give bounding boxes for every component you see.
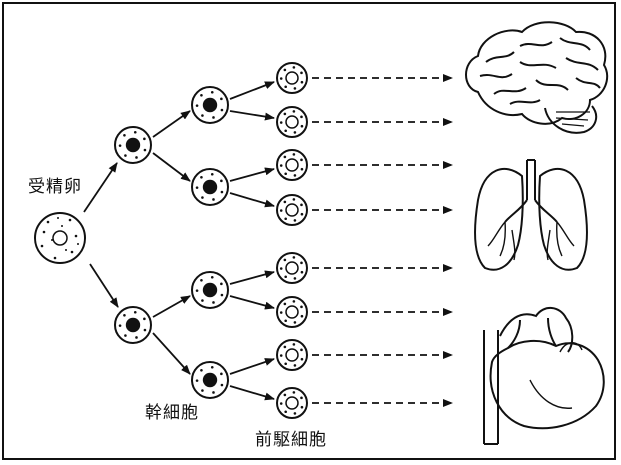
progenitor-cell xyxy=(277,388,307,418)
stem-cell xyxy=(192,362,228,398)
progenitor-cell xyxy=(277,253,307,283)
stem-cell xyxy=(192,272,228,308)
progenitor-cell xyxy=(277,107,307,137)
progenitor-cell xyxy=(277,63,307,93)
fertilized-egg-cell xyxy=(35,213,85,263)
stem-cell xyxy=(192,87,228,123)
progenitor-cell xyxy=(277,150,307,180)
progenitor-cell xyxy=(277,340,307,370)
stem-cell xyxy=(192,169,228,205)
stem-cell-label: 幹細胞 xyxy=(145,402,199,423)
progenitor-cell-label: 前駆細胞 xyxy=(255,430,327,450)
stem-cell xyxy=(115,127,151,163)
progenitor-cell xyxy=(277,195,307,225)
stem-cell xyxy=(115,307,151,343)
diagram-frame xyxy=(3,3,615,459)
fertilized-egg-label: 受精卵 xyxy=(28,177,82,197)
progenitor-cell xyxy=(277,297,307,327)
